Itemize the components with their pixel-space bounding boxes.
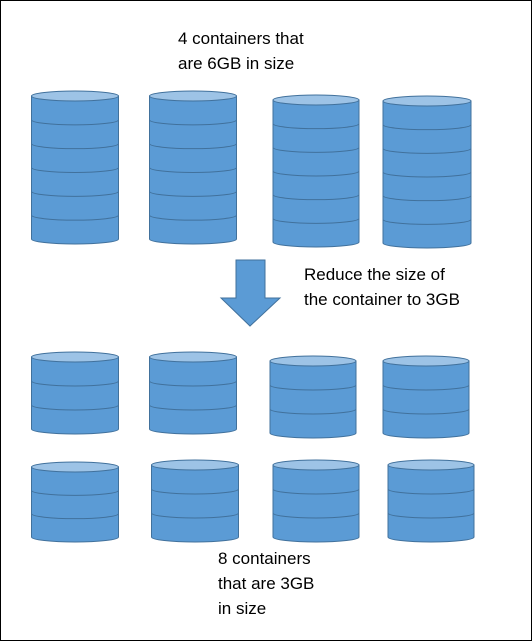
segment-line (272, 194, 360, 201)
segment-line (382, 124, 472, 131)
small-container (31, 461, 119, 543)
cylinder-top (149, 90, 237, 102)
cylinder-body (272, 464, 360, 543)
segment-line (269, 384, 357, 391)
cylinder-top (382, 355, 470, 367)
segment-line (149, 191, 237, 197)
segment-line (382, 384, 470, 391)
large-container (31, 90, 119, 245)
label-line: are 6GB in size (178, 54, 295, 73)
cylinder-body (149, 356, 237, 435)
small-container (382, 355, 470, 439)
cylinder-top (272, 459, 360, 471)
cylinder-body (269, 360, 357, 439)
segment-line (31, 214, 119, 221)
label-line: in size (218, 599, 267, 618)
cylinder-top (272, 94, 360, 106)
large-container (149, 90, 237, 245)
segment-line (382, 195, 472, 202)
label-reduce-size: Reduce the size of the container to 3GB (304, 262, 460, 312)
small-container (149, 351, 237, 435)
label-line: Reduce the size of (304, 265, 445, 284)
cylinder-body (31, 466, 119, 543)
segment-line (31, 490, 119, 496)
small-container (31, 351, 119, 435)
cylinder-top (31, 461, 119, 473)
segment-line (31, 143, 119, 150)
cylinder-body (149, 95, 237, 245)
large-container (382, 95, 472, 249)
label-small-containers: 8 containers that are 3GB in size (218, 546, 314, 621)
cylinder-body (382, 360, 470, 439)
segment-line (272, 147, 360, 153)
segment-line (272, 218, 360, 224)
segment-line (387, 488, 475, 495)
cylinder-body (31, 95, 119, 245)
cylinder-top (149, 351, 237, 363)
segment-line (382, 171, 472, 178)
label-line: that are 3GB (218, 574, 315, 593)
segment-line (151, 512, 239, 519)
segment-line (272, 488, 360, 495)
segment-line (382, 148, 472, 154)
label-line: 8 containers (218, 549, 311, 568)
segment-line (149, 119, 237, 126)
cylinder-body (387, 464, 475, 543)
down-arrow-icon (219, 259, 282, 327)
segment-line (151, 488, 239, 495)
label-line: the container to 3GB (304, 290, 460, 309)
segment-line (31, 119, 119, 126)
segment-line (149, 380, 237, 387)
segment-line (272, 123, 360, 130)
segment-line (31, 404, 119, 411)
segment-line (31, 380, 119, 387)
segment-line (31, 191, 119, 197)
large-container (272, 94, 360, 248)
label-large-containers: 4 containers that are 6GB in size (178, 26, 304, 76)
cylinder-top (31, 351, 119, 363)
segment-line (272, 170, 360, 177)
cylinder-top (31, 90, 119, 102)
cylinder-top (151, 459, 239, 471)
segment-line (272, 512, 360, 519)
segment-line (149, 214, 237, 221)
segment-line (387, 512, 475, 519)
cylinder-body (151, 464, 239, 543)
segment-line (382, 219, 472, 225)
small-container (272, 459, 360, 543)
segment-line (31, 167, 119, 173)
small-container (387, 459, 475, 543)
cylinder-top (269, 355, 357, 367)
cylinder-top (382, 95, 472, 107)
segment-line (149, 143, 237, 150)
cylinder-top (387, 459, 475, 471)
small-container (269, 355, 357, 439)
segment-line (269, 408, 357, 415)
segment-line (382, 408, 470, 415)
small-container (151, 459, 239, 543)
segment-line (149, 167, 237, 173)
segment-line (149, 404, 237, 411)
cylinder-body (31, 356, 119, 435)
label-line: 4 containers that (178, 29, 304, 48)
segment-line (31, 513, 119, 520)
cylinder-body (272, 99, 360, 248)
cylinder-body (382, 100, 472, 249)
